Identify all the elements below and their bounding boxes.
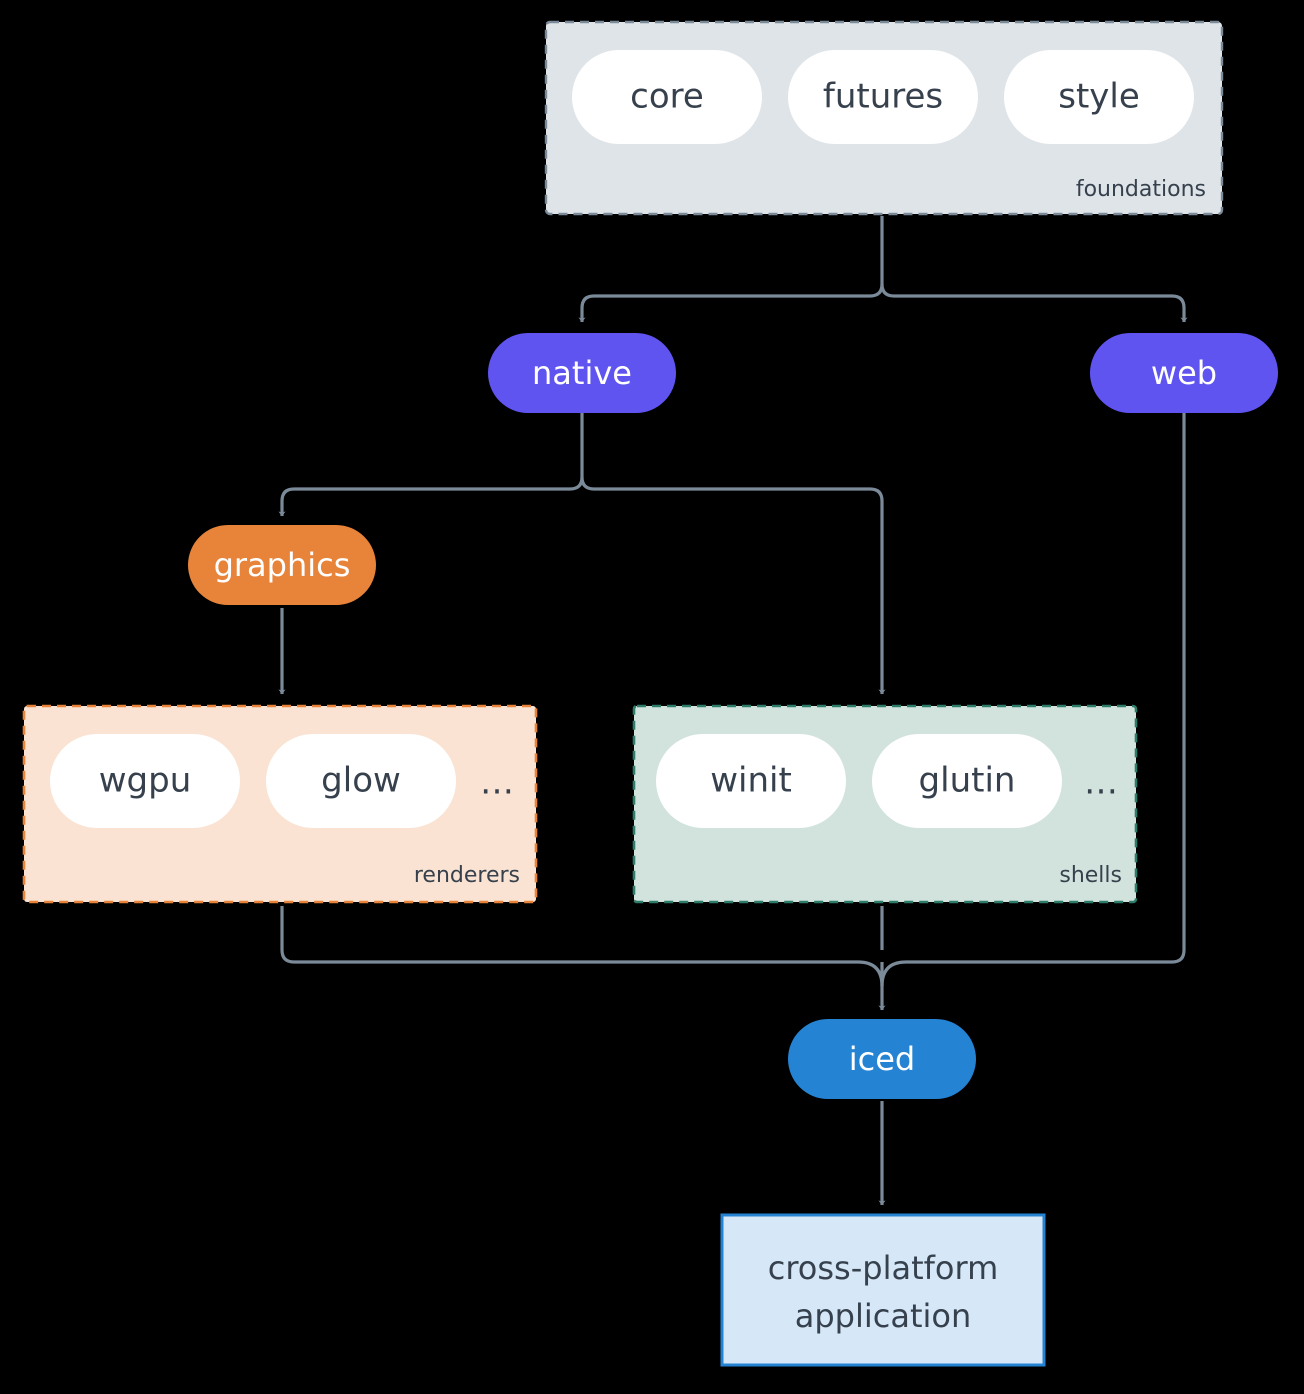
group-shells[interactable]: winit glutin … shells [632,704,1138,904]
node-web-label: web [1151,354,1217,392]
connector-merge-left [857,960,884,987]
pill-wgpu-label: wgpu [99,761,192,801]
pill-core-shape [572,50,762,144]
pill-glutin-shape [872,734,1062,828]
group-shells-label: shells [1059,863,1122,888]
node-graphics-label: graphics [214,546,351,584]
pill-futures-label: futures [823,77,943,117]
node-application-line2: application [795,1297,972,1335]
node-application[interactable]: cross-platform application [720,1213,1046,1367]
pill-glow-label: glow [321,761,401,801]
node-native-shape [488,333,676,413]
node-native[interactable]: native [488,333,676,413]
pill-wgpu-shape [50,734,240,828]
group-renderers[interactable]: wgpu glow … renderers [22,704,538,904]
node-iced-shape [788,1019,976,1099]
pill-glutin[interactable]: glutin [872,734,1062,828]
pill-wgpu[interactable]: wgpu [50,734,240,828]
pill-winit-label: winit [710,761,792,801]
node-iced-label: iced [849,1040,915,1078]
pill-glow-shape [266,734,456,828]
node-application-shape [720,1213,1046,1367]
connector-renderers-to-iced [280,906,858,964]
group-shells-ellipsis: … [1084,763,1118,803]
group-foundations-label: foundations [1076,177,1206,202]
group-renderers-label: renderers [414,863,520,888]
node-native-label: native [532,354,632,392]
node-web[interactable]: web [1090,333,1278,413]
pill-core[interactable]: core [572,50,762,144]
pill-style-label: style [1058,77,1140,117]
node-iced[interactable]: iced [788,1019,976,1099]
pill-futures-shape [788,50,978,144]
node-graphics-shape [188,525,376,605]
group-foundations[interactable]: core futures style foundations [544,20,1224,216]
pill-style-shape [1004,50,1194,144]
connector-merge-right [880,960,907,987]
pill-futures[interactable]: futures [788,50,978,144]
group-renderers-ellipsis: … [480,763,514,803]
connector-foundations-to-web [880,283,1188,323]
connector-native-to-graphics [278,476,584,517]
node-application-line1: cross-platform [768,1249,998,1287]
connectors [278,216,1188,1206]
node-web-shape [1090,333,1278,413]
connector-web-to-iced [906,413,1186,964]
pill-glow[interactable]: glow [266,734,456,828]
pill-winit-shape [656,734,846,828]
pill-glutin-label: glutin [919,761,1016,801]
pill-style[interactable]: style [1004,50,1194,144]
connector-foundations-to-native [578,283,884,323]
pill-winit[interactable]: winit [656,734,846,828]
node-graphics[interactable]: graphics [188,525,376,605]
connector-native-to-shells [580,476,886,695]
pill-core-label: core [630,77,704,117]
